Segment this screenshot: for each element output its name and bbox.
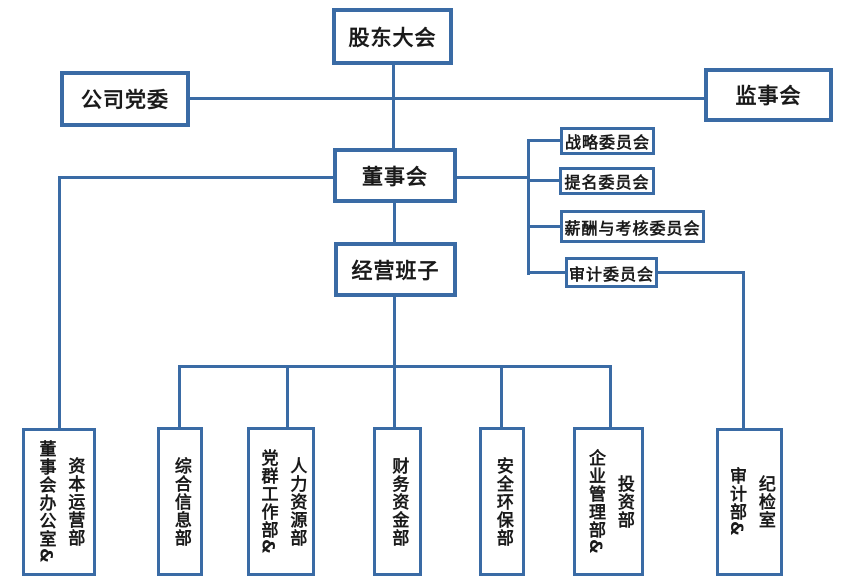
node-shareholders-meeting: 股东大会	[332, 8, 453, 65]
connector-drop-safety-environment	[500, 365, 503, 427]
node-dept-capital-operations-label: 资本运营部	[64, 457, 85, 547]
node-committee-remuneration-appraisal-label: 薪酬与考核委员会	[564, 218, 701, 238]
node-dept-general-information: 综合信息部	[157, 427, 203, 576]
node-dept-finance-funds: 财务资金部	[373, 427, 422, 576]
node-dept-general-information-label: 综合信息部	[170, 456, 191, 547]
connector-stub-remuneration-committee	[527, 225, 560, 228]
node-committee-strategy: 战略委员会	[560, 127, 655, 155]
node-dept-party-mass-work-hr: 党群工作部& 人力资源部	[247, 427, 315, 576]
node-party-committee: 公司党委	[60, 71, 190, 127]
node-committee-audit-label: 审计委员会	[568, 264, 654, 284]
connector-shareholders-to-board	[392, 65, 395, 148]
node-dept-enterprise-management-label: 企业管理部&	[585, 448, 605, 555]
node-supervisory-board: 监事会	[704, 68, 833, 122]
node-management-team: 经营班子	[334, 242, 457, 297]
connector-drop-enterprise-investment	[609, 365, 612, 427]
node-dept-board-office-label: 董事会办公室&	[35, 440, 56, 564]
node-committee-nomination-label: 提名委员会	[564, 173, 650, 192]
connector-management-drop	[393, 297, 396, 427]
node-dept-enterprise-management-investment: 企业管理部& 投资部	[573, 427, 644, 576]
node-board-of-directors-label: 董事会	[362, 164, 428, 189]
connector-committee-spine	[527, 139, 530, 275]
connector-drop-general-information	[178, 365, 181, 427]
node-shareholders-meeting-label: 股东大会	[348, 25, 437, 50]
connector-party-to-supervisory	[190, 97, 704, 100]
node-dept-audit-label: 审计部&	[726, 467, 746, 537]
node-dept-safety-environment: 安全环保部	[479, 427, 525, 576]
node-dept-investment-label: 投资部	[613, 474, 634, 529]
connector-audit-committee-right	[658, 271, 745, 274]
node-management-team-label: 经营班子	[351, 258, 440, 283]
connector-stub-nomination-committee	[527, 179, 559, 182]
node-supervisory-board-label: 监事会	[735, 84, 802, 108]
connector-drop-party-mass-hr	[286, 365, 289, 427]
node-committee-audit: 审计委员会	[565, 257, 658, 288]
node-dept-party-mass-work-label: 党群工作部&	[257, 448, 278, 555]
node-dept-board-office-capital-operations: 董事会办公室& 资本运营部	[22, 428, 96, 576]
node-board-of-directors: 董事会	[333, 148, 457, 203]
node-party-committee-label: 公司党委	[81, 88, 169, 112]
node-dept-human-resources-label: 人力资源部	[286, 456, 307, 547]
node-committee-strategy-label: 战略委员会	[564, 133, 650, 152]
node-committee-nomination: 提名委员会	[559, 167, 655, 195]
node-dept-discipline-inspection-label: 纪检室	[754, 475, 775, 529]
node-dept-discipline-audit: 审计部& 纪检室	[716, 428, 783, 576]
node-committee-remuneration-appraisal: 薪酬与考核委员会	[560, 210, 705, 243]
connector-board-to-management	[393, 203, 396, 242]
node-dept-finance-funds-label: 财务资金部	[388, 456, 409, 547]
connector-stub-audit-committee	[527, 271, 565, 274]
connector-stub-strategy-committee	[527, 139, 561, 142]
connector-audit-committee-drop	[742, 271, 745, 428]
connector-distribution-bar	[178, 365, 612, 368]
connector-board-to-committee-spine	[457, 176, 527, 179]
node-dept-safety-environment-label: 安全环保部	[492, 456, 513, 547]
connector-board-left-drop	[58, 176, 61, 428]
connector-board-left	[60, 176, 333, 179]
